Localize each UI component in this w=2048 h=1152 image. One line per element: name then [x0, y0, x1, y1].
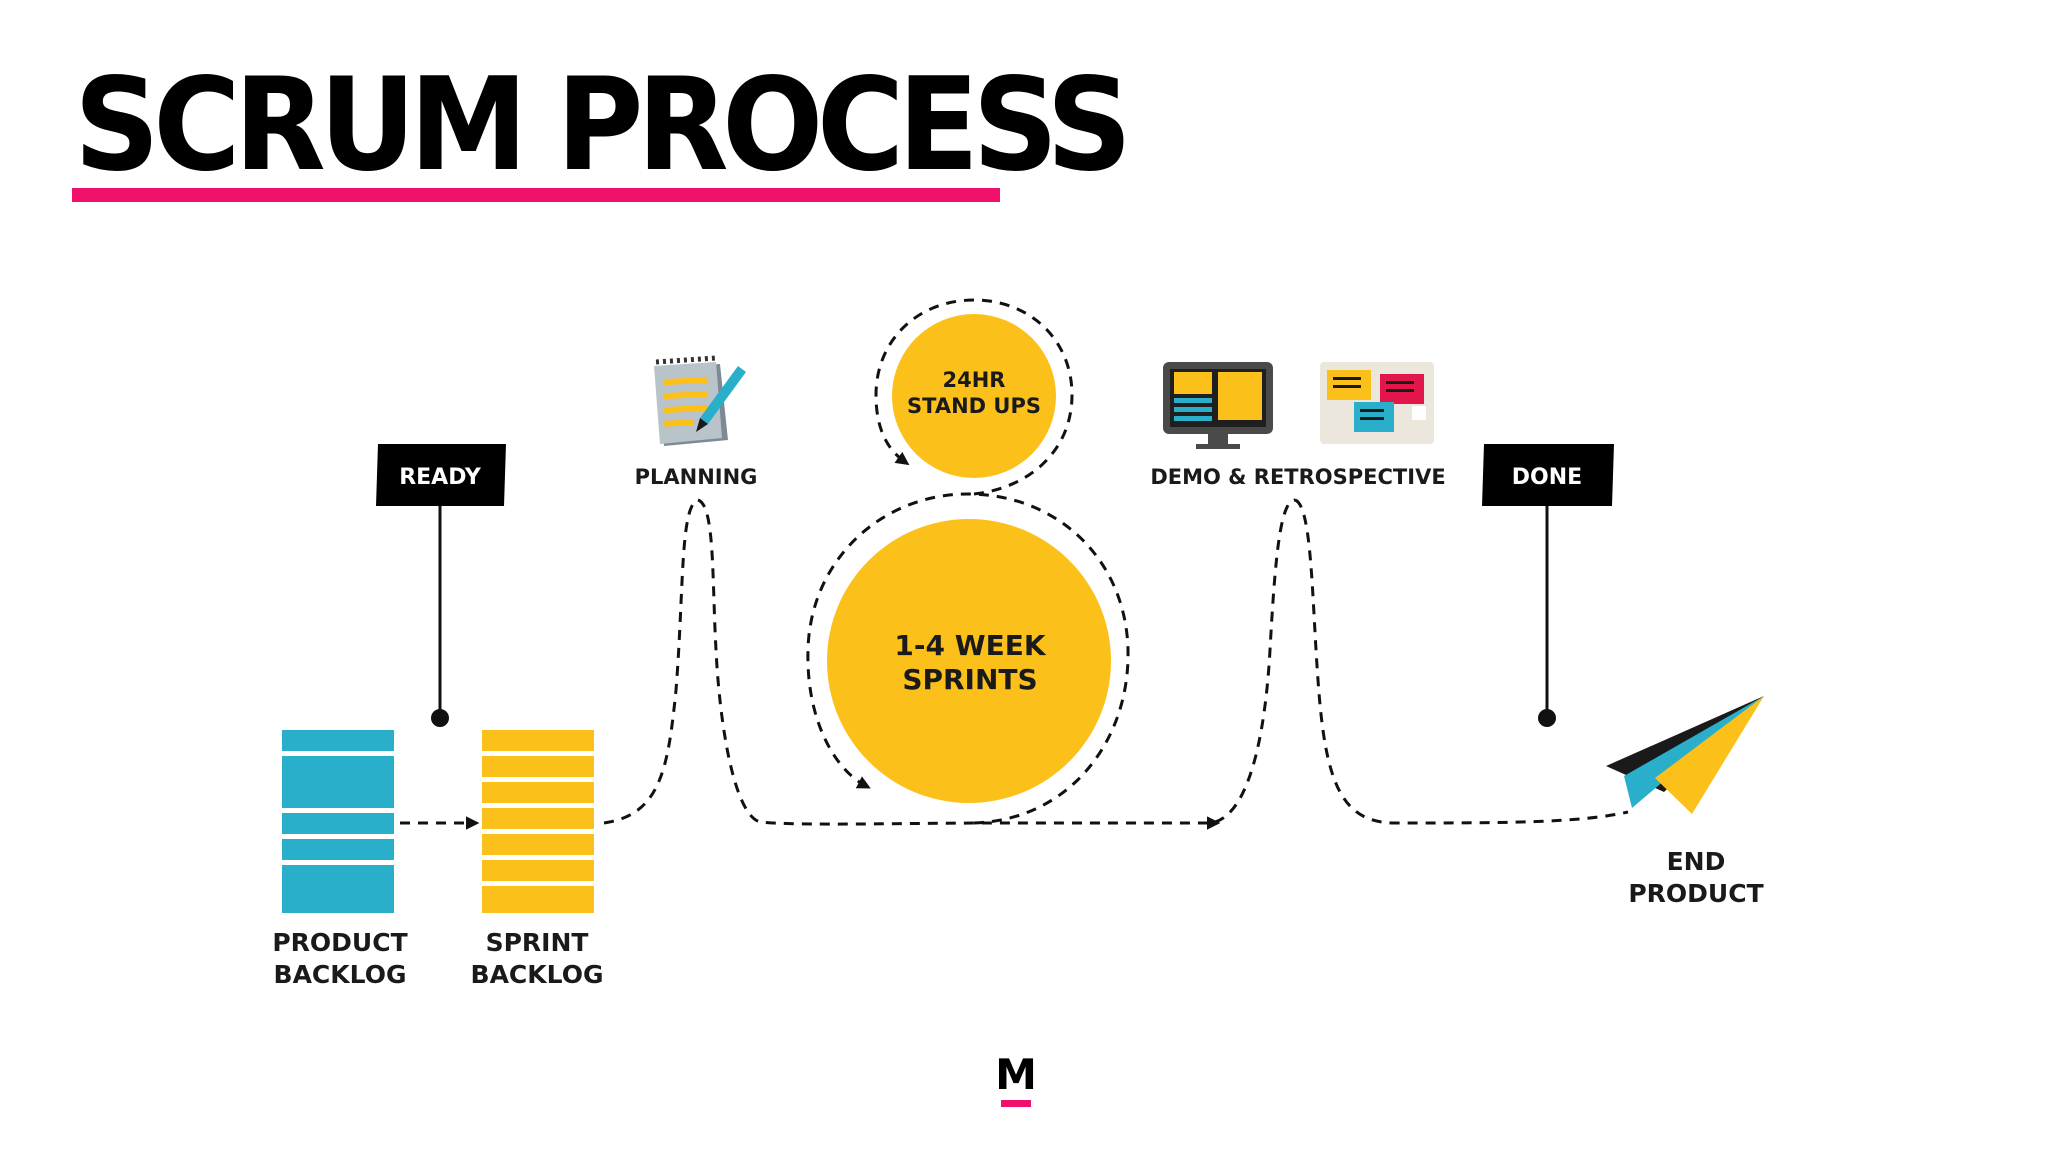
sprint-backlog-icon [482, 730, 594, 913]
standup-circle [892, 314, 1056, 478]
standup-cycle-arrow [874, 298, 1074, 496]
sprint-circle [827, 519, 1111, 803]
end-product-line1: END [1667, 847, 1726, 876]
sprint-backlog-line2: BACKLOG [471, 960, 604, 989]
product-backlog-line1: PRODUCT [272, 928, 407, 957]
brand-logo-underline [1001, 1100, 1031, 1107]
paper-plane-icon [1606, 696, 1764, 814]
flow-demo-to-end [1294, 498, 1629, 825]
monitor-dashboard-icon [1163, 362, 1273, 449]
sprint-cycle-arrow [806, 492, 1130, 825]
sprint-backlog-line1: SPRINT [486, 928, 589, 957]
product-backlog-line2: BACKLOG [274, 960, 407, 989]
flow-planning-to-demo [697, 498, 1221, 830]
title-underline [72, 188, 1000, 202]
product-backlog-icon [282, 730, 394, 913]
demo-retro-label: DEMO & RETROSPECTIVE [1150, 465, 1445, 489]
brand-logo: M [995, 1050, 1037, 1099]
notepad-pencil-icon [654, 355, 746, 446]
page-title: SCRUM PROCESS [74, 51, 1132, 200]
sprints-line1: 1-4 WEEK [894, 629, 1046, 662]
planning-label: PLANNING [635, 465, 758, 489]
sprints-line2: SPRINTS [902, 663, 1037, 696]
done-label: DONE [1512, 465, 1582, 490]
ready-label: READY [399, 465, 482, 490]
standups-line1: 24HR [943, 368, 1006, 392]
standups-line2: STAND UPS [907, 394, 1041, 418]
flow-demo-down [1214, 498, 1296, 824]
flow-sprint-to-planning [603, 498, 699, 825]
ready-flag: READY [376, 444, 506, 727]
end-product-line2: PRODUCT [1628, 879, 1763, 908]
sticky-notes-icon [1320, 362, 1434, 444]
done-flag: DONE [1482, 444, 1614, 727]
